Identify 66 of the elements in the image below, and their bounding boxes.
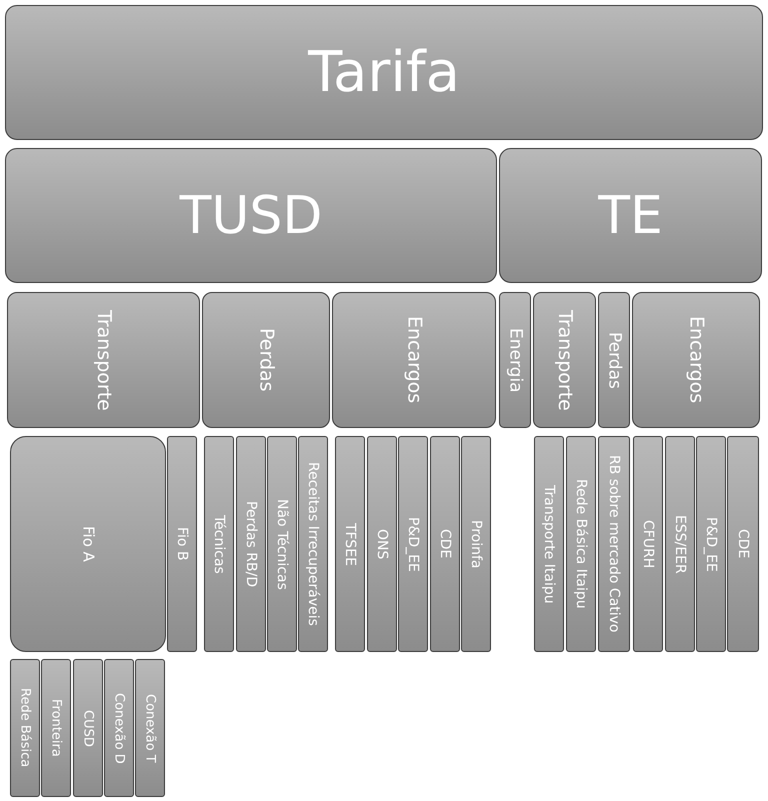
category-box	[5, 5, 763, 140]
category-label: Rede Básica Itaipu	[574, 479, 588, 609]
category-box	[696, 436, 726, 652]
category-label: CUSD	[82, 710, 94, 746]
category-box	[236, 436, 266, 652]
category-box	[665, 436, 695, 652]
category-box	[499, 292, 531, 428]
category-box	[10, 659, 40, 797]
category-box	[598, 292, 630, 428]
category-box	[7, 292, 200, 428]
category-box	[598, 436, 630, 652]
category-label: Encargos	[404, 316, 424, 404]
category-label: Conexão D	[112, 692, 126, 764]
category-label: CFURH	[641, 520, 655, 568]
category-label: Fio A	[80, 526, 96, 562]
category-box	[5, 148, 497, 283]
category-label: Técnicas	[212, 514, 226, 574]
category-label: Transporte Itaipu	[542, 484, 556, 604]
category-label: Transporte	[555, 310, 574, 410]
category-label: Receitas Irrecuperáveis	[306, 462, 320, 626]
category-box	[533, 292, 596, 428]
category-box	[135, 659, 165, 797]
category-box	[499, 148, 762, 283]
category-label: Fio B	[175, 527, 189, 561]
category-label: Fronteira	[50, 699, 62, 757]
category-label: Perdas RB/D	[244, 500, 258, 588]
category-label: TFSEE	[343, 522, 357, 566]
category-label: CDE	[736, 529, 750, 559]
category-box	[332, 292, 496, 428]
category-label: TE	[598, 190, 663, 242]
category-box	[104, 659, 134, 797]
category-box	[534, 436, 564, 652]
category-box	[430, 436, 460, 652]
category-label: Energia	[506, 328, 524, 392]
category-label: Perdas	[256, 328, 276, 392]
category-label: RB sobre mercado Cativo	[607, 455, 621, 633]
category-box	[202, 292, 330, 428]
category-label: Não Técnicas	[275, 498, 289, 590]
category-box	[298, 436, 328, 652]
category-box	[566, 436, 596, 652]
category-box	[41, 659, 71, 797]
category-box	[167, 436, 197, 652]
category-label: Encargos	[686, 316, 706, 404]
category-label: ESS/EER	[673, 514, 687, 574]
category-box	[727, 436, 759, 652]
category-label: Transporte	[94, 310, 113, 410]
category-label: Conexão T	[144, 694, 156, 762]
category-label: Tarifa	[308, 44, 460, 100]
category-box	[73, 659, 103, 797]
category-label: Rede Básica	[18, 688, 32, 768]
category-box	[461, 436, 491, 652]
category-label: Perdas	[606, 332, 622, 388]
category-box	[633, 436, 663, 652]
category-label: ONS	[375, 528, 389, 560]
category-box	[335, 436, 365, 652]
category-label: P&D_EE	[406, 516, 420, 572]
category-label: CDE	[438, 529, 452, 559]
category-box	[204, 436, 234, 652]
category-box	[398, 436, 428, 652]
category-box	[267, 436, 297, 652]
category-box	[632, 292, 760, 428]
category-label: P&D_EE	[704, 516, 718, 572]
category-box	[367, 436, 397, 652]
category-box	[10, 436, 166, 652]
category-label: TUSD	[180, 190, 322, 242]
category-label: Proinfa	[469, 520, 483, 568]
